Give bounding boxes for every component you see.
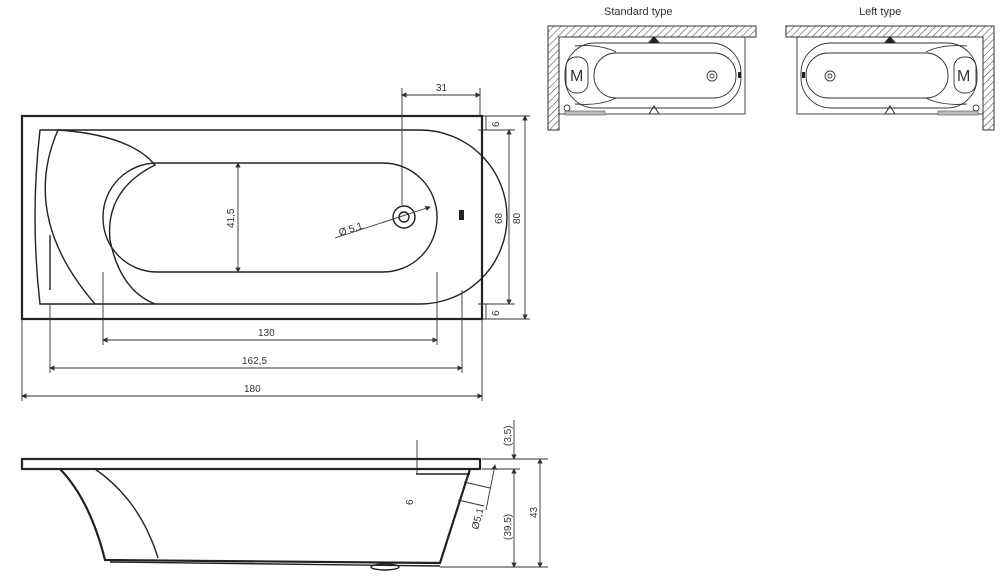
side-view: 6 Ø5,1 (3,5) (39,5) 43 — [20, 420, 548, 571]
dim-rim-top: 6 — [491, 121, 502, 127]
drain-icon — [706, 70, 718, 82]
dim-outer-width: 80 — [512, 212, 523, 224]
dim-depth: (39,5) — [503, 514, 514, 540]
drain-icon — [392, 205, 416, 229]
dim-total-height: 43 — [529, 506, 540, 518]
motor-label: M — [570, 68, 583, 85]
dim-drain: Ø 5,1 — [338, 221, 365, 239]
overflow-icon — [459, 210, 464, 220]
dim-basin-width: 41,5 — [226, 208, 237, 228]
left-type-view: Left type M — [785, 6, 995, 131]
drain-icon — [824, 70, 836, 82]
standard-type-title: Standard type — [604, 6, 673, 18]
plan-view: 31 6 68 80 6 41,5 Ø 5,1 130 162,5 180 — [20, 83, 530, 401]
left-type-title: Left type — [859, 6, 901, 18]
standard-type-view: Standard type M — [547, 6, 757, 131]
dim-rim-thickness: 6 — [405, 499, 416, 505]
tub-inner-rim — [34, 129, 508, 305]
dim-rim-bottom: 6 — [491, 310, 502, 316]
tub-rim-side — [20, 457, 482, 471]
tub-outer-rim — [20, 114, 484, 321]
dim-basin-length: 130 — [258, 328, 275, 339]
dim-rim-height: (3,5) — [503, 425, 514, 446]
headrest-curve — [44, 129, 96, 305]
dim-overflow: Ø5,1 — [470, 507, 486, 531]
dim-overflow-offset: 31 — [436, 83, 448, 94]
tub-basin — [102, 162, 438, 273]
dim-inner-width: 68 — [494, 212, 505, 224]
headrest-outline — [57, 129, 157, 305]
motor-label: M — [957, 68, 970, 85]
dim-outer-length: 180 — [244, 384, 261, 395]
tub-body-side — [59, 468, 472, 565]
dim-inner-length: 162,5 — [242, 356, 267, 367]
